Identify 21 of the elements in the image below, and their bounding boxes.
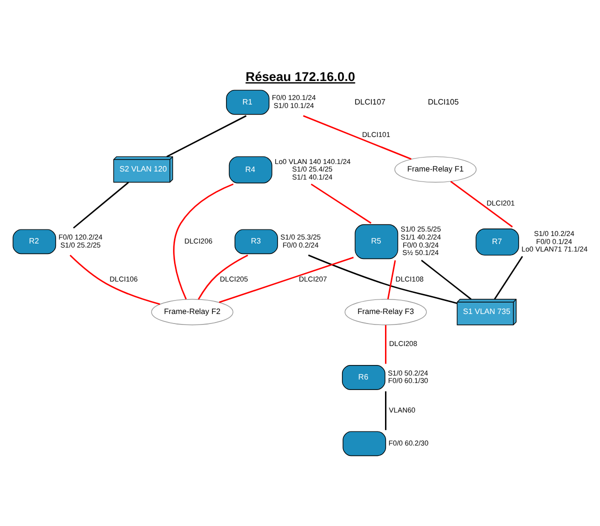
node-ellipse: Frame-Relay F1 [394,156,477,183]
connector [310,184,372,224]
connector [70,254,160,305]
connector [421,260,472,300]
label: DLCI107 [354,97,386,106]
connector [198,254,248,300]
connector [385,391,386,430]
diagram-title: Réseau 172.16.0.0 [246,69,356,84]
connector [173,183,234,300]
connector [73,182,129,229]
label: DLCI105 [428,97,459,106]
connector [385,325,386,364]
connector [308,254,458,304]
connector [450,180,513,228]
connector [218,256,354,304]
connector [303,115,412,160]
connector [166,115,247,158]
node-ellipse: Frame-Relay F3 [344,298,427,326]
node-ellipse: Frame-Relay F2 [151,298,234,326]
connector [494,256,524,300]
connector [387,260,396,300]
